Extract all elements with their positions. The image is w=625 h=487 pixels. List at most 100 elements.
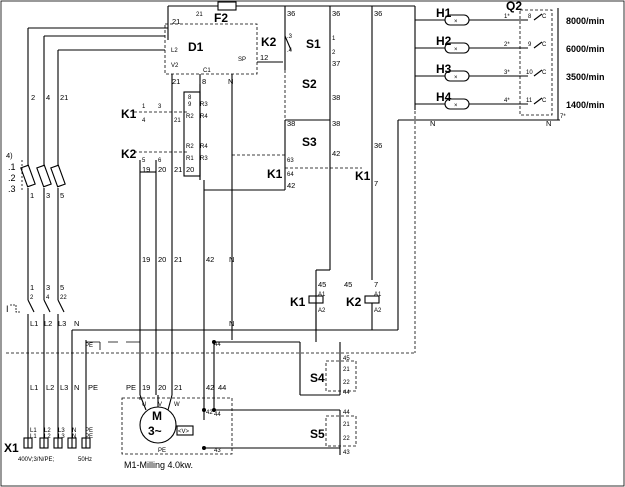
svg-text:C: C bbox=[542, 98, 547, 104]
svg-text:C: C bbox=[542, 70, 547, 76]
svg-text:45: 45 bbox=[344, 280, 352, 289]
switch-s4: S4 45 21 22 44 bbox=[310, 342, 357, 396]
svg-text:20: 20 bbox=[158, 383, 166, 392]
svg-text:PE: PE bbox=[85, 434, 93, 440]
svg-text:<V>: <V> bbox=[178, 429, 190, 435]
svg-text:.3: .3 bbox=[8, 184, 16, 194]
svg-text:7: 7 bbox=[374, 280, 378, 289]
neutral-return: N N 7* bbox=[397, 114, 566, 330]
svg-text:3: 3 bbox=[158, 104, 162, 110]
lamp-h1: × H1 1* 8 C 8000/min bbox=[415, 6, 605, 26]
svg-text:64: 64 bbox=[287, 172, 294, 178]
svg-text:S3: S3 bbox=[302, 135, 317, 149]
svg-text:19: 19 bbox=[142, 255, 150, 264]
svg-text:3~: 3~ bbox=[148, 424, 162, 438]
svg-text:L3: L3 bbox=[58, 319, 66, 328]
svg-text:42: 42 bbox=[332, 149, 340, 158]
k1-k2-aux-block: 8 9 R2 R2 R1 R3 R4 R4 R3 bbox=[183, 84, 208, 180]
svg-text:22: 22 bbox=[343, 380, 350, 386]
svg-text:R2: R2 bbox=[186, 144, 194, 150]
svg-text:21: 21 bbox=[196, 12, 203, 18]
svg-text:38: 38 bbox=[332, 93, 340, 102]
svg-text:37: 37 bbox=[332, 59, 340, 68]
svg-text:C: C bbox=[542, 14, 547, 20]
svg-text:45: 45 bbox=[343, 356, 350, 362]
svg-text:A2: A2 bbox=[318, 308, 326, 314]
coil-k2: K2 A1 A2 bbox=[346, 292, 382, 330]
svg-text:1: 1 bbox=[142, 104, 146, 110]
switch-q1: 4) .1 .2 .3 1 3 5 bbox=[6, 151, 66, 300]
fuse-f2: F2 21 bbox=[167, 1, 415, 40]
svg-text:2*: 2* bbox=[504, 42, 510, 48]
svg-text:H1: H1 bbox=[436, 6, 452, 20]
svg-text:L3: L3 bbox=[58, 428, 65, 434]
d1-label: D1 bbox=[188, 40, 204, 54]
svg-text:H2: H2 bbox=[436, 34, 452, 48]
svg-text:10: 10 bbox=[526, 70, 533, 76]
svg-text:8: 8 bbox=[188, 95, 192, 101]
svg-text:L3: L3 bbox=[58, 434, 65, 440]
svg-text:N: N bbox=[72, 428, 76, 434]
svg-text:×: × bbox=[454, 75, 458, 81]
svg-text:4): 4) bbox=[6, 151, 13, 160]
svg-text:3: 3 bbox=[46, 191, 50, 200]
svg-text:A1: A1 bbox=[318, 292, 326, 298]
svg-text:36: 36 bbox=[332, 9, 340, 18]
coil-k1: K1 A1 A2 bbox=[290, 292, 326, 330]
svg-text:20: 20 bbox=[186, 165, 194, 174]
svg-text:7: 7 bbox=[374, 179, 378, 188]
svg-text:2: 2 bbox=[31, 93, 35, 102]
k1-power-contacts: K1 1 3 4 21 K2 5 6 19 20 21 20 19 20 21 … bbox=[121, 104, 194, 395]
svg-text:S4: S4 bbox=[310, 371, 325, 385]
svg-text:44: 44 bbox=[343, 390, 350, 396]
svg-text:5: 5 bbox=[60, 191, 64, 200]
svg-text:K1: K1 bbox=[267, 167, 283, 181]
svg-text:PE: PE bbox=[126, 383, 136, 392]
svg-text:3500/min: 3500/min bbox=[566, 72, 605, 82]
svg-text:4: 4 bbox=[46, 93, 50, 102]
svg-text:5: 5 bbox=[60, 283, 64, 292]
svg-text:A1: A1 bbox=[374, 292, 382, 298]
svg-text:36: 36 bbox=[374, 9, 382, 18]
svg-text:R4: R4 bbox=[200, 114, 208, 120]
svg-text:N: N bbox=[74, 383, 79, 392]
svg-text:19: 19 bbox=[142, 383, 150, 392]
supply-bottom-labels: L1 L2 L3 N PE PE bbox=[30, 340, 141, 448]
svg-text:6000/min: 6000/min bbox=[566, 44, 605, 54]
svg-text:43: 43 bbox=[343, 450, 350, 456]
svg-text:PE: PE bbox=[85, 428, 93, 434]
svg-text:22: 22 bbox=[60, 295, 67, 301]
svg-text:21: 21 bbox=[174, 255, 182, 264]
motor-thermal-wires: 42 42 N N 42 44 44 44 43 bbox=[202, 180, 340, 454]
svg-text:38: 38 bbox=[332, 119, 340, 128]
svg-text:L2: L2 bbox=[44, 428, 51, 434]
svg-text:20: 20 bbox=[158, 255, 166, 264]
svg-text:8000/min: 8000/min bbox=[566, 16, 605, 26]
svg-text:N: N bbox=[72, 434, 76, 440]
svg-text:N: N bbox=[228, 77, 233, 86]
svg-text:4: 4 bbox=[46, 295, 50, 301]
svg-text:21: 21 bbox=[343, 422, 350, 428]
svg-text:R1: R1 bbox=[186, 156, 194, 162]
svg-text:C1: C1 bbox=[203, 68, 211, 74]
svg-text:1400/min: 1400/min bbox=[566, 100, 605, 110]
svg-text:4: 4 bbox=[142, 118, 146, 124]
svg-text:S2: S2 bbox=[302, 77, 317, 91]
svg-text:L2: L2 bbox=[46, 383, 54, 392]
svg-text:PE: PE bbox=[158, 448, 166, 454]
svg-text:3*: 3* bbox=[504, 70, 510, 76]
svg-text:42: 42 bbox=[287, 181, 295, 190]
svg-text:22: 22 bbox=[343, 436, 350, 442]
svg-text:42: 42 bbox=[206, 255, 214, 264]
f2-label: F2 bbox=[214, 11, 228, 25]
svg-text:21: 21 bbox=[172, 17, 180, 26]
svg-text:N: N bbox=[74, 319, 79, 328]
svg-text:43: 43 bbox=[214, 448, 221, 454]
svg-text:21: 21 bbox=[172, 77, 180, 86]
svg-text:1: 1 bbox=[30, 283, 34, 292]
motor-m1: M 3~ U V W PE PE <V> M1-Milling 4.0kw. bbox=[121, 383, 233, 470]
svg-text:K2: K2 bbox=[261, 35, 277, 49]
svg-text:K1: K1 bbox=[121, 107, 137, 121]
svg-text:.1: .1 bbox=[8, 162, 16, 172]
